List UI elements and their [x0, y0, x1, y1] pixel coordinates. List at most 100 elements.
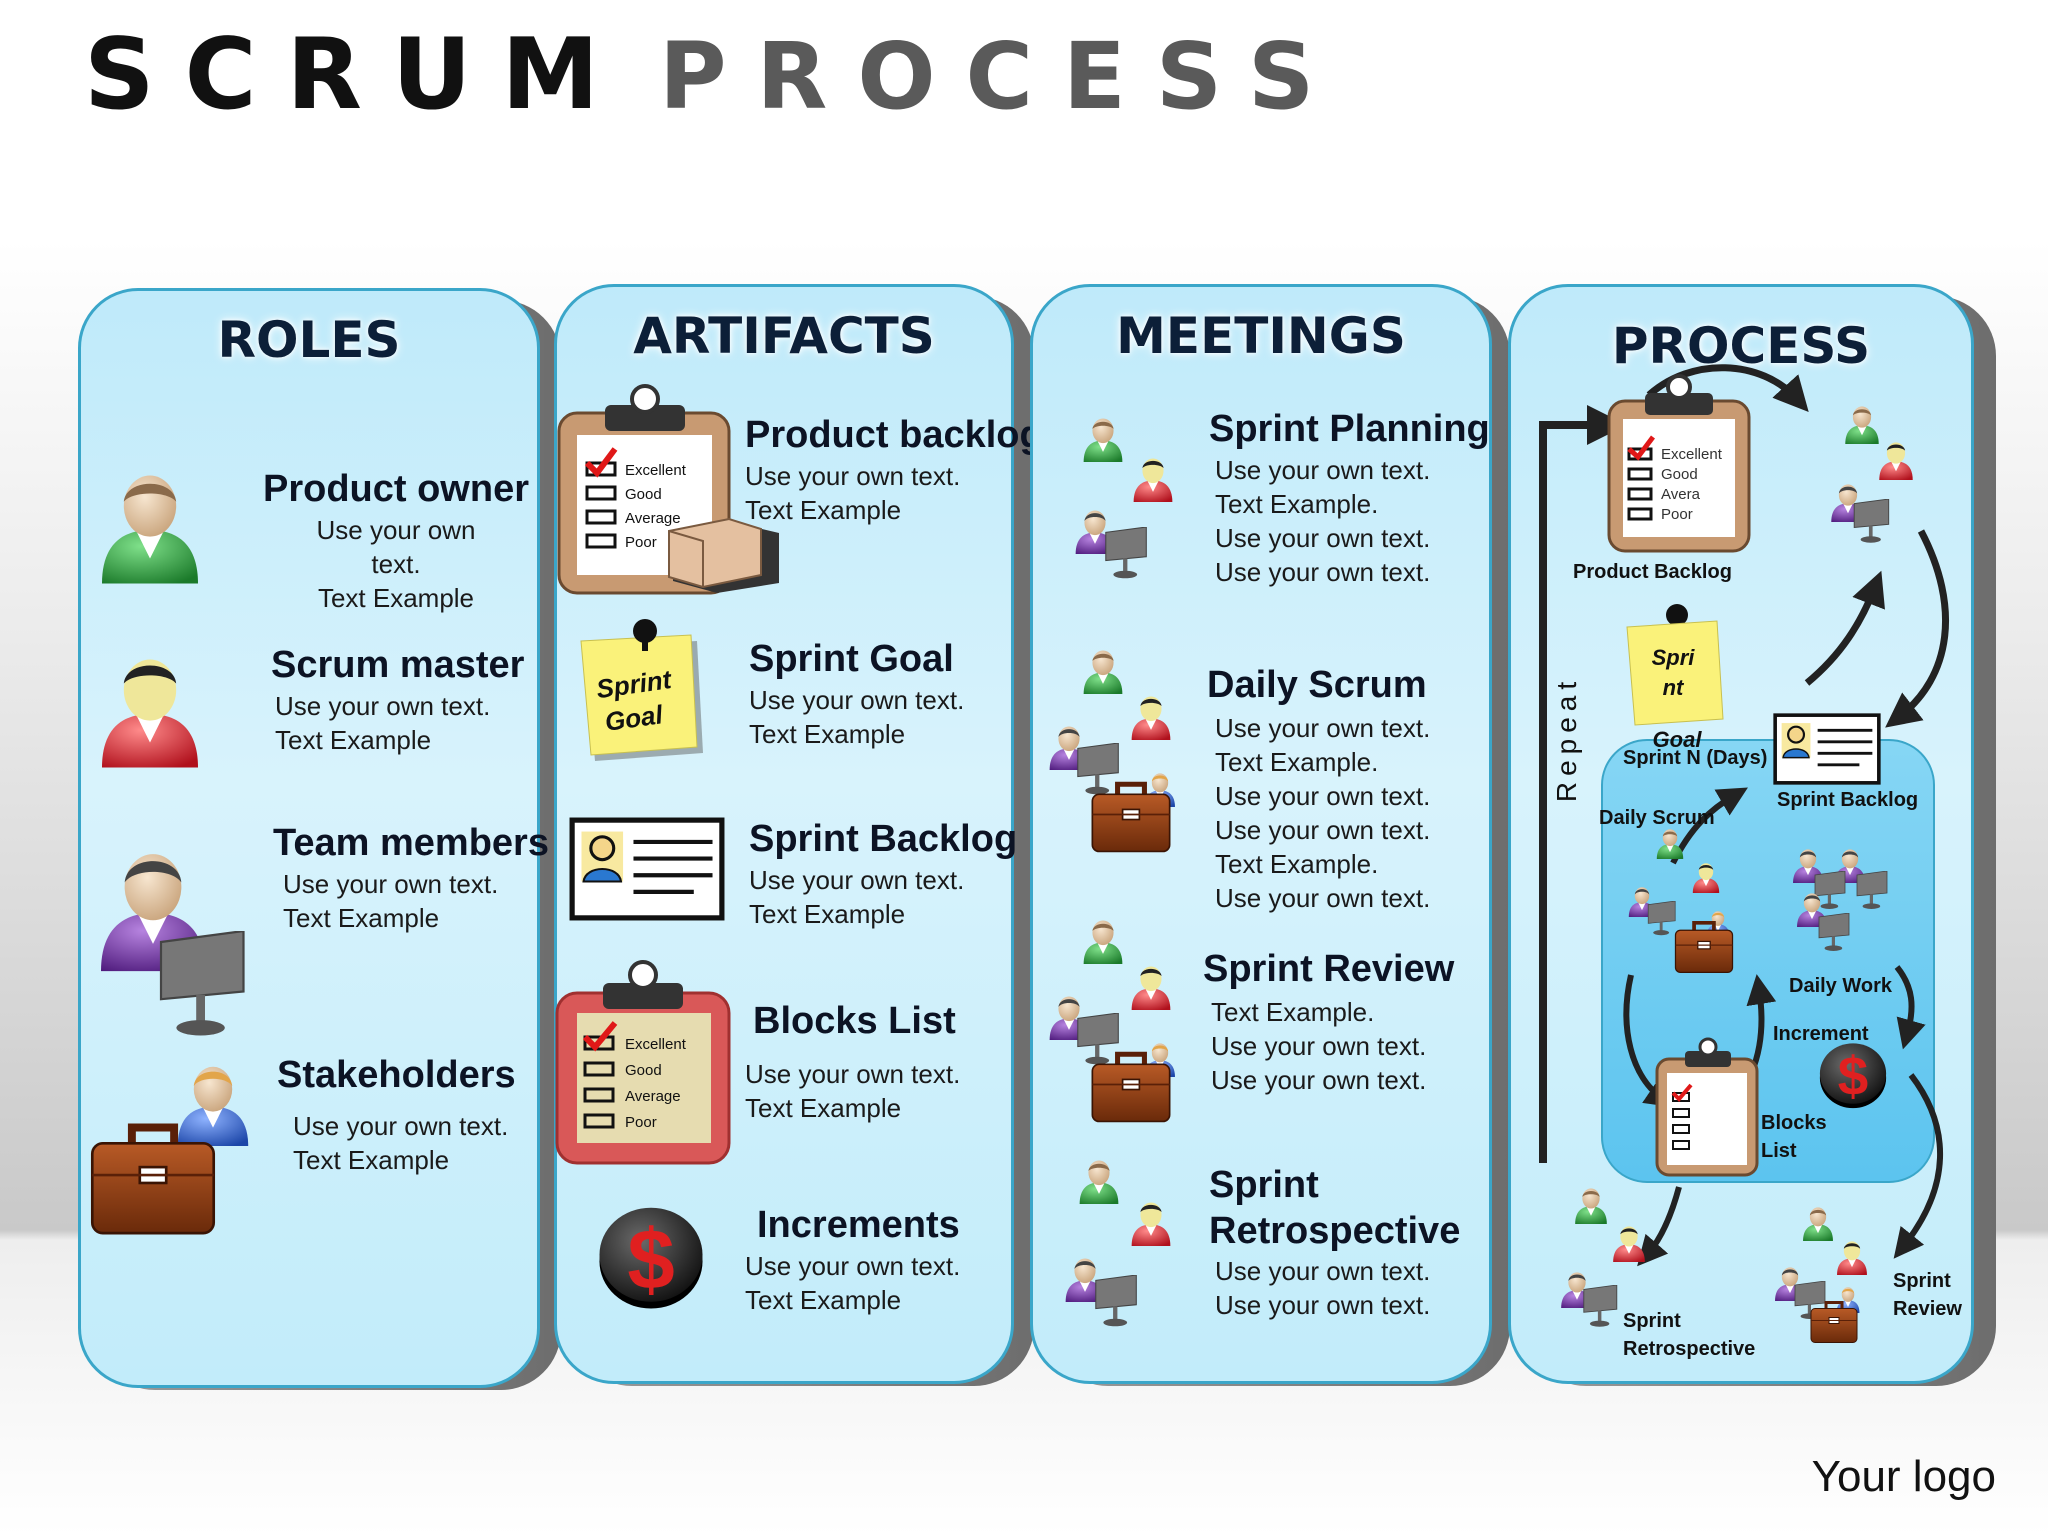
person-red-icon [1129, 963, 1173, 1013]
increment-coin-icon [1817, 1039, 1889, 1111]
proc-checklist-good: Good [1661, 466, 1698, 483]
checklist-excellent: Excellent [625, 462, 687, 479]
sprint-backlog-label: Sprint Backlog [1777, 789, 1919, 811]
person-red-icon [1611, 1223, 1647, 1265]
person-green-icon [1573, 1185, 1609, 1227]
artifact-product-backlog: Product backlog Use your own text. Text … [745, 413, 1043, 527]
meeting-line: Text Example. [1211, 996, 1375, 1027]
monitor-icon [1845, 499, 1891, 545]
proc-note-nt: nt [1663, 675, 1685, 700]
person-green-icon [1077, 1157, 1121, 1207]
logo-placeholder: Your logo [1811, 1452, 1996, 1501]
daily-scrum-team-icon [1615, 827, 1745, 977]
proc-checklist-excellent: Excellent [1661, 446, 1723, 463]
review-label-line1: Sprint [1893, 1270, 1951, 1292]
artifact-line: Text Example [745, 1092, 902, 1123]
role-title: Team members [273, 822, 549, 864]
meeting-title: Sprint Planning [1209, 408, 1490, 450]
role-scrum-master: Scrum master Use your own text. Text Exa… [271, 643, 524, 757]
monitor-icon [1641, 901, 1677, 937]
meeting-line: Use your own text. [1211, 1064, 1427, 1095]
checklist-average: Average [625, 510, 681, 527]
sprint-n-days-label: Sprint N (Days) [1623, 747, 1768, 769]
checklist-good: Good [625, 486, 662, 503]
role-line: text. [371, 548, 421, 579]
roles-panel: ROLES Product owner Use your own text. T… [78, 288, 549, 1388]
increment-label: Increment [1773, 1023, 1869, 1045]
artifact-line: Text Example [745, 1284, 902, 1315]
briefcase-icon [87, 1119, 219, 1239]
scrum-master-icon [95, 653, 205, 773]
meetings-panel: MEETINGS Sprint Planning Use your own te… [1030, 284, 1492, 1384]
meeting-line: Use your own text. [1215, 454, 1431, 485]
briefcase-icon [1089, 1049, 1173, 1125]
monitor-icon [1849, 871, 1889, 911]
meeting-daily-scrum: Daily Scrum Use your own text. Text Exam… [1207, 663, 1430, 915]
proc-checklist-average: Avera [1661, 486, 1701, 503]
blocks-checklist-average: Average [625, 1088, 681, 1105]
person-red-icon [1691, 861, 1721, 895]
person-red-icon [1835, 1239, 1869, 1277]
proc-note-sprint: Spri [1652, 645, 1696, 670]
dollar-coin-icon [595, 1201, 707, 1313]
process-panel: PROCESS Excellent Good Avera [1508, 284, 1974, 1384]
meetings-heading: MEETINGS [1116, 307, 1406, 365]
monitor-icon [139, 931, 249, 1041]
artifact-line: Text Example [749, 898, 906, 929]
product-backlog-clipboard-icon: Excellent Good Average Poor [557, 384, 779, 595]
meeting-line: Use your own text. [1215, 1290, 1431, 1321]
sprint-review-group-icon [1047, 917, 1197, 1127]
artifact-line: Use your own text. [745, 460, 961, 491]
process-heading: PROCESS [1611, 317, 1871, 375]
meeting-sprint-review: Sprint Review Text Example. Use your own… [1203, 947, 1454, 1097]
person-green-icon [1655, 827, 1685, 861]
role-title: Scrum master [271, 644, 525, 686]
person-green-icon [1843, 403, 1881, 447]
artifact-sprint-backlog: Sprint Backlog Use your own text. Text E… [749, 817, 1017, 931]
artifact-title: Sprint Goal [749, 638, 954, 680]
checklist-poor: Poor [625, 534, 657, 551]
meeting-line: Use your own text. [1215, 522, 1431, 553]
meeting-line: Use your own text. [1215, 780, 1431, 811]
meeting-line: Text Example. [1215, 848, 1379, 879]
product-owner-icon [95, 469, 205, 589]
briefcase-icon [1673, 919, 1735, 975]
monitor-icon [1095, 527, 1149, 581]
sprint-retrospective-label: Sprint Retrospective [1623, 1307, 1755, 1363]
roles-heading: ROLES [217, 311, 401, 369]
planning-team-icon [1823, 403, 1963, 563]
sprint-review-label: Sprint Review [1893, 1267, 1962, 1323]
meeting-line: Use your own text. [1211, 1030, 1427, 1061]
person-green-icon [1081, 647, 1125, 697]
product-backlog-label: Product Backlog [1573, 561, 1732, 583]
sprint-planning-group-icon [1073, 415, 1203, 585]
meeting-title: Retrospective [1209, 1209, 1461, 1252]
monitor-icon [1811, 913, 1851, 953]
person-green-icon [1801, 1205, 1835, 1243]
blocks-list-label: Blocks List [1761, 1109, 1827, 1165]
retrospective-label-line1: Sprint [1623, 1310, 1681, 1332]
person-red-icon [1129, 1199, 1173, 1249]
proc-note-goal: Goal [1653, 727, 1703, 752]
role-line: Text Example [283, 902, 440, 933]
artifact-title: Product backlog [745, 414, 1043, 456]
person-red-icon [1131, 455, 1175, 505]
artifact-line: Use your own text. [749, 684, 965, 715]
meeting-title: Sprint Review [1203, 948, 1455, 990]
artifact-line: Text Example [749, 718, 906, 749]
role-line: Use your own text. [293, 1110, 509, 1141]
meeting-line: Use your own text. [1215, 814, 1431, 845]
blocks-checklist-good: Good [625, 1062, 662, 1079]
sprint-retrospective-group-icon [1063, 1157, 1193, 1337]
role-line: Text Example [293, 1144, 450, 1175]
daily-scrum-group-icon [1047, 647, 1197, 857]
artifacts-panel: ARTIFACTS Excellent Good Average Poor Pr… [554, 284, 1043, 1384]
person-red-icon [1129, 693, 1173, 743]
daily-work-team-icon [1781, 847, 1901, 967]
meeting-sprint-retrospective: Sprint Retrospective Use your own text. … [1209, 1163, 1460, 1322]
person-green-icon [1081, 415, 1125, 465]
meeting-line: Use your own text. [1215, 882, 1431, 913]
role-line: Use your own text. [283, 868, 499, 899]
blocks-checklist-poor: Poor [625, 1114, 657, 1131]
blocks-label-line1: Blocks [1761, 1112, 1827, 1134]
